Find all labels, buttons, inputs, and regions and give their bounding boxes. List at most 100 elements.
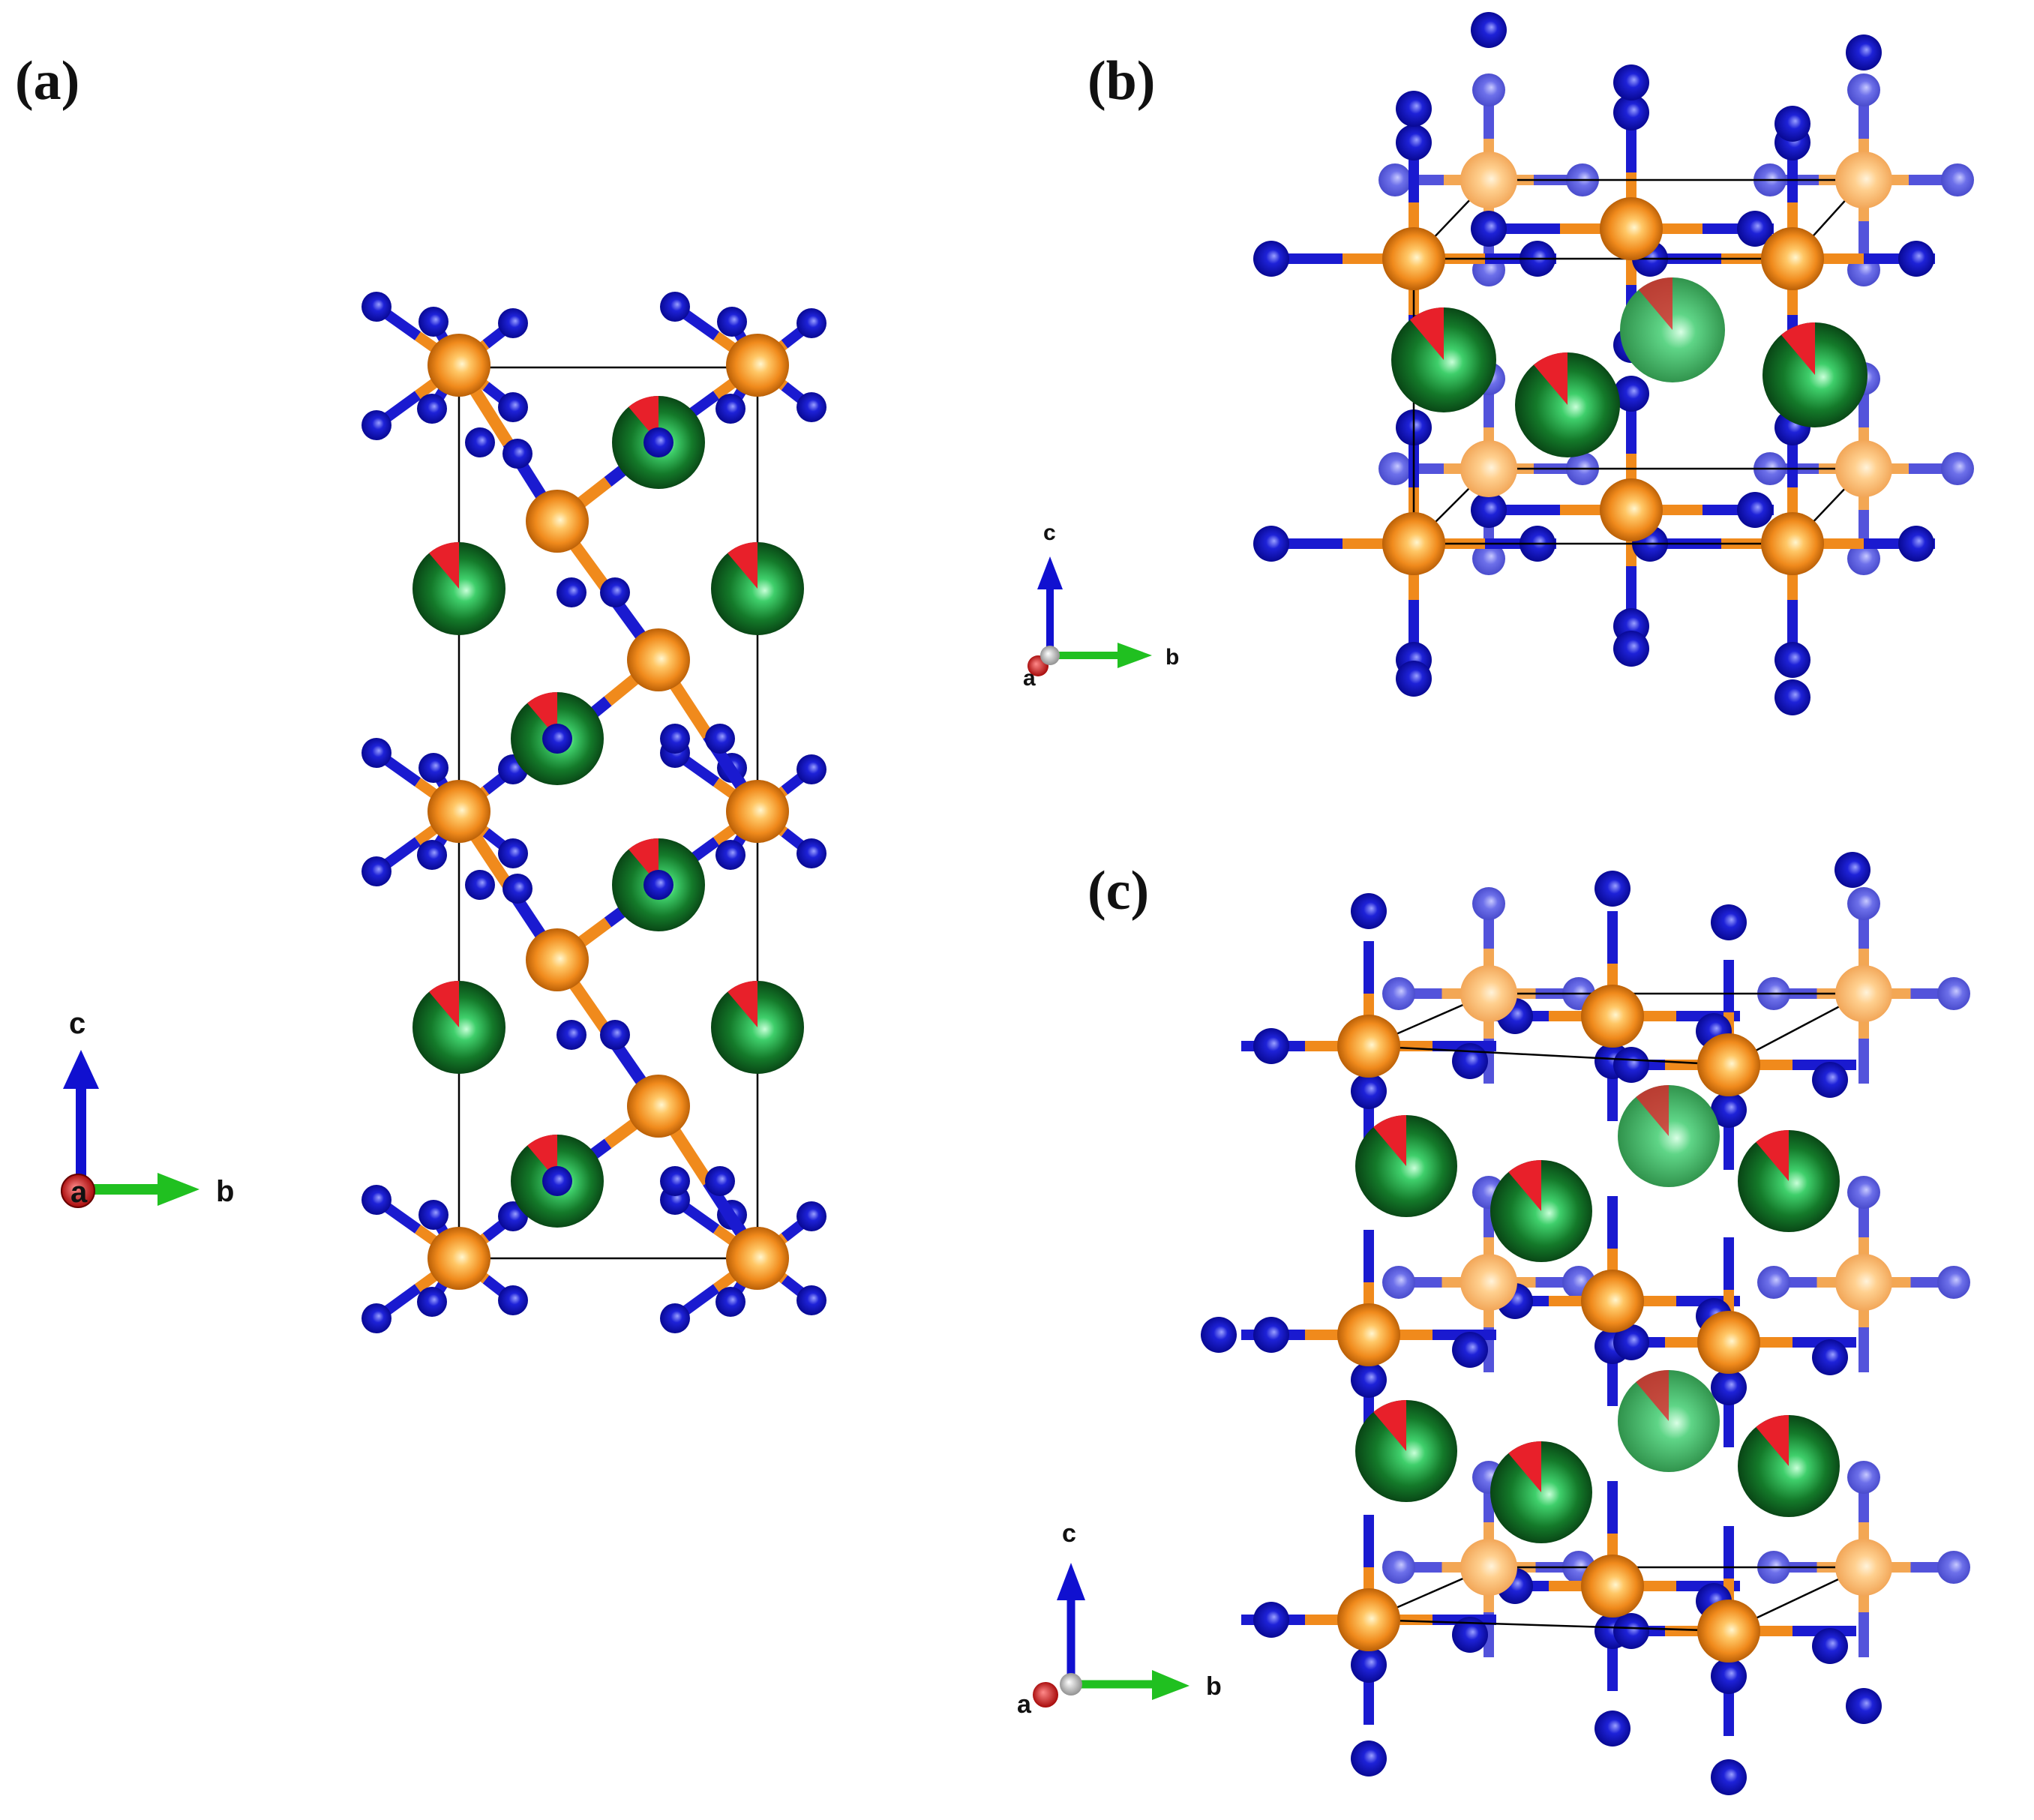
blue-atom — [1351, 1647, 1387, 1683]
blue-atom — [362, 1185, 392, 1215]
blue-atom — [1847, 1461, 1880, 1494]
axis-label-a: a — [1023, 666, 1036, 691]
blue-atom — [796, 838, 826, 868]
orange-atom — [1382, 227, 1445, 290]
blue-atom — [542, 1166, 572, 1196]
blue-atom — [1378, 163, 1412, 196]
orange-atom — [1761, 512, 1824, 575]
axis-label-b: b — [216, 1175, 234, 1208]
blue-atom — [542, 724, 572, 754]
blue-atom — [600, 1020, 630, 1050]
blue-atom — [1711, 1759, 1747, 1795]
blue-atom — [1898, 241, 1934, 277]
blue-atom — [417, 394, 447, 424]
orange-atom — [1600, 197, 1663, 260]
partial-occupancy-wedge — [1508, 1160, 1541, 1211]
blue-atom — [1847, 73, 1880, 106]
blue-atom — [1472, 73, 1505, 106]
blue-atom — [1396, 124, 1432, 160]
blue-atom — [1812, 1628, 1848, 1664]
axis-b-arrowhead — [158, 1173, 200, 1206]
orange-atom — [1835, 440, 1892, 497]
blue-atom — [1737, 492, 1773, 528]
orange-atom — [1581, 1270, 1644, 1333]
orange-atom — [1835, 965, 1892, 1022]
orange-atom — [1581, 1555, 1644, 1618]
orange-atom — [428, 780, 490, 843]
partial-occupancy-wedge — [1508, 1441, 1541, 1492]
orange-atom — [1460, 1539, 1517, 1596]
orange-atom — [1382, 512, 1445, 575]
blue-atom — [1452, 1617, 1488, 1653]
partial-occupancy-wedge — [1373, 1115, 1406, 1166]
orange-atom — [428, 1227, 490, 1290]
blue-atom — [1253, 1602, 1289, 1638]
blue-atom — [1613, 64, 1649, 100]
axis-a-origin — [61, 1174, 95, 1208]
panel-label-b: (b) — [1088, 50, 1155, 112]
blue-atom — [498, 838, 528, 868]
blue-atom — [1594, 871, 1630, 907]
blue-atom — [1834, 852, 1870, 888]
orange-atom — [1600, 478, 1663, 541]
blue-atom — [1711, 1369, 1747, 1405]
partial-occupancy-wedge — [728, 981, 758, 1027]
axis-triad-c: c b a — [1017, 1519, 1222, 1719]
blue-atom — [1351, 893, 1387, 929]
orange-atom — [1460, 151, 1517, 208]
blue-atom — [600, 577, 630, 607]
partial-occupancy-wedge — [429, 542, 459, 589]
partial-occupancy-wedge — [728, 542, 758, 589]
partial-occupancy-wedge — [429, 981, 459, 1027]
blue-atom — [1941, 452, 1974, 485]
blue-atom — [1613, 1047, 1649, 1083]
blue-atom — [716, 1287, 746, 1317]
orange-atom — [1761, 227, 1824, 290]
blue-atom — [498, 308, 528, 338]
axis-origin-center — [1060, 1673, 1082, 1696]
partial-occupancy-wedge — [1638, 277, 1672, 330]
orange-atom — [1337, 1588, 1400, 1651]
blue-atom — [796, 392, 826, 422]
orange-atom — [1835, 151, 1892, 208]
blue-atom — [362, 410, 392, 440]
partial-occupancy-wedge — [1636, 1370, 1669, 1421]
blue-atom — [1774, 642, 1810, 678]
orange-atom — [1460, 440, 1517, 497]
blue-atom — [796, 1285, 826, 1315]
unit-cell-edge — [458, 366, 759, 1260]
orange-atom — [1697, 1600, 1760, 1663]
axis-label-c: c — [69, 1007, 86, 1040]
axis-triad-b: c b a — [1023, 520, 1179, 691]
blue-atom — [418, 753, 448, 783]
axis-label-b: b — [1206, 1672, 1222, 1701]
blue-atom — [465, 427, 495, 457]
blue-atom — [1253, 526, 1289, 562]
blue-atom — [1846, 34, 1882, 70]
axis-c-arrowhead — [1037, 556, 1063, 589]
axis-label-c: c — [1043, 520, 1056, 545]
panel-c-structure — [1201, 852, 1970, 1795]
blue-atom — [1472, 887, 1505, 920]
axis-a-origin — [1033, 1682, 1058, 1708]
blue-atom — [1898, 526, 1934, 562]
blue-atom — [796, 308, 826, 338]
blue-atom — [417, 1287, 447, 1317]
blue-atom — [362, 292, 392, 322]
axis-label-c: c — [1062, 1519, 1076, 1548]
blue-atom — [1253, 1028, 1289, 1064]
blue-atom — [1711, 1658, 1747, 1694]
orange-atom — [428, 334, 490, 397]
blue-atom — [1812, 1339, 1848, 1375]
partial-occupancy-wedge — [1636, 1085, 1669, 1136]
blue-atom — [1711, 1092, 1747, 1128]
blue-atom — [1378, 452, 1412, 485]
blue-atom — [556, 577, 586, 607]
panel-b-structure — [1253, 12, 1974, 715]
axis-label-a: a — [1017, 1690, 1032, 1719]
blue-atom — [1941, 163, 1974, 196]
orange-atom — [1460, 1254, 1517, 1311]
blue-atom — [1847, 542, 1880, 575]
blue-atom — [502, 874, 532, 904]
